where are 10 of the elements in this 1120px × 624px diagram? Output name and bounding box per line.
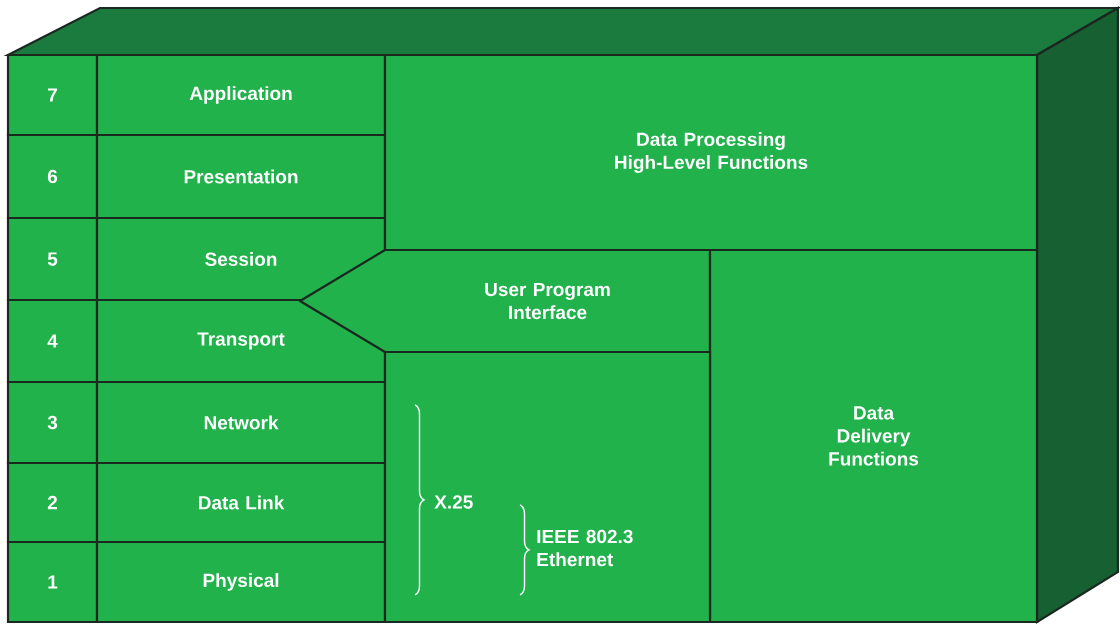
protocol-label: X.25 [434,495,473,509]
function-box: Data Delivery Functions [708,248,1039,624]
protocol-label: IEEE 802.3 Ethernet [537,529,633,567]
layer-number: 6 [6,133,99,220]
layer-number: 3 [6,380,99,465]
layer-number: 4 [6,298,99,384]
layer-number: 5 [6,216,99,302]
layer-number: 2 [6,461,99,544]
layer-number: 7 [6,53,99,137]
layer-number: 1 [6,540,99,624]
